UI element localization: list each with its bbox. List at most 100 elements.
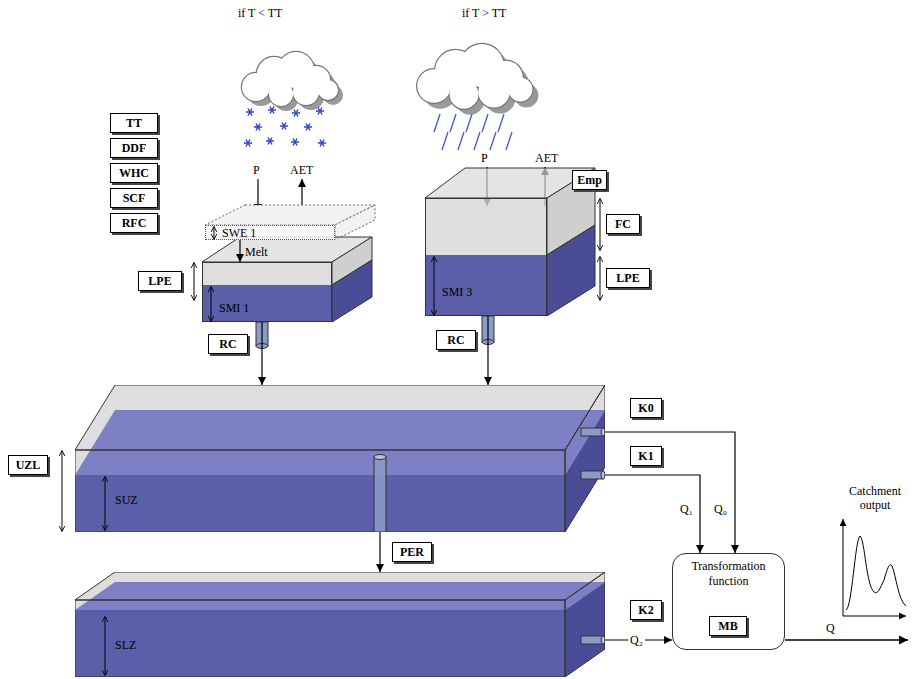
annotation: if T < TT <box>238 6 282 20</box>
node-label: RC <box>219 337 236 351</box>
parameter-box: K0 <box>630 398 662 418</box>
reservoir-face <box>75 410 605 475</box>
node-label: SUZ <box>115 493 138 507</box>
level-arrow <box>426 199 548 317</box>
rain <box>434 114 512 150</box>
reservoir-face <box>75 572 605 677</box>
level-arrow <box>214 227 215 239</box>
flow-label: Q₂ <box>628 633 645 647</box>
level-arrow <box>105 617 106 675</box>
flow-arrow <box>261 322 262 385</box>
node-label: MB <box>718 619 737 633</box>
soil-box-right <box>425 168 595 316</box>
node-label: RFC <box>122 216 147 230</box>
node-label: SLZ <box>115 638 136 652</box>
outlet-pipe <box>581 636 603 644</box>
flow-label: Q₁ <box>680 502 693 516</box>
node-label: K2 <box>638 603 653 617</box>
reservoir-face <box>565 572 605 677</box>
hydrograph <box>785 519 908 640</box>
reservoir-face <box>75 450 565 532</box>
soil-store: SMI 3 <box>425 198 547 316</box>
upper-reservoir: SUZ <box>75 385 605 532</box>
parameter-box: Emp <box>572 170 607 190</box>
snow-layer: SWE 1 <box>205 225 335 240</box>
soil-store: SMI 1 <box>202 262 332 322</box>
annotation: Catchment output <box>840 484 910 512</box>
node-label: Transformation function <box>673 554 784 589</box>
parameter-box: FC <box>606 214 640 234</box>
transformation-box: Transformation functionMB <box>672 553 785 650</box>
annotation: if T > TT <box>462 6 506 20</box>
level-arrows <box>62 199 600 531</box>
parameter-box: MB <box>709 616 747 636</box>
annotation: P <box>253 163 260 177</box>
node-label: K1 <box>638 449 653 463</box>
parameter-box: RFC <box>110 213 158 233</box>
reservoir-face <box>75 475 565 532</box>
node-label: UZL <box>16 458 41 472</box>
reservoir-face <box>75 572 605 600</box>
flow-arrow <box>605 475 700 553</box>
node-label: PER <box>400 545 424 559</box>
flow-arrow <box>379 532 380 572</box>
node-label: TT <box>126 116 142 130</box>
annotation: AET <box>290 163 313 177</box>
snowflakes <box>244 107 326 147</box>
reservoir-face <box>75 385 605 532</box>
parameter-box: PER <box>392 542 432 562</box>
lower-reservoir: SLZ <box>75 572 605 677</box>
parameter-box: DDF <box>110 138 158 158</box>
outlet-pipe <box>581 471 603 479</box>
reservoir-shape <box>75 572 605 677</box>
parameter-box: LPE <box>606 268 650 288</box>
node-label: DDF <box>122 141 147 155</box>
annotation: P <box>481 151 488 165</box>
reservoir-face <box>75 385 605 450</box>
parameter-box: K2 <box>630 600 662 620</box>
annotation: Q <box>826 621 835 635</box>
parameter-box: LPE <box>138 271 182 291</box>
percolation-pipe <box>374 457 386 532</box>
outlet-pipe <box>601 471 605 479</box>
reservoir-shape <box>75 385 605 532</box>
flow-label: Q₀ <box>714 502 727 516</box>
node-label: WHC <box>119 166 149 180</box>
flow-arrow <box>239 240 240 262</box>
node-label: SMI 1 <box>219 301 249 315</box>
outlet-pipe <box>581 636 605 644</box>
reservoir-face <box>75 600 565 677</box>
parameter-box: UZL <box>8 455 48 475</box>
parameter-box: K1 <box>630 446 662 466</box>
level-arrow <box>75 385 605 532</box>
node-label: FC <box>615 217 631 231</box>
node-label: SWE 1 <box>222 226 256 240</box>
percolation-pipe <box>374 455 386 460</box>
parameter-box: SCF <box>110 188 158 208</box>
level-arrow <box>105 477 106 530</box>
node-label: RC <box>447 333 464 347</box>
outlet-pipe <box>581 428 605 436</box>
outlet-pipe <box>601 636 605 644</box>
rain-cloud <box>417 44 538 115</box>
node-label: K0 <box>638 401 653 415</box>
flow-label: Melt <box>245 245 268 259</box>
level-arrow <box>211 287 212 321</box>
flow-arrow <box>605 432 735 553</box>
node-label: LPE <box>148 274 171 288</box>
parameter-box: RC <box>436 330 476 350</box>
node-label: LPE <box>616 271 639 285</box>
node-label: Emp <box>577 173 602 187</box>
level-arrow <box>434 257 435 315</box>
outlet-pipe <box>581 428 603 436</box>
snow-pack <box>205 205 375 240</box>
annotation: AET <box>535 151 558 165</box>
node-label: SCF <box>123 191 146 205</box>
outlet-pipe <box>581 471 605 479</box>
node-label: SMI 3 <box>442 285 472 299</box>
reservoir-face <box>565 410 605 532</box>
parameter-box: RC <box>208 334 248 354</box>
reservoir-face <box>75 610 565 677</box>
outlet-pipe <box>601 428 605 436</box>
level-arrow <box>75 572 605 677</box>
